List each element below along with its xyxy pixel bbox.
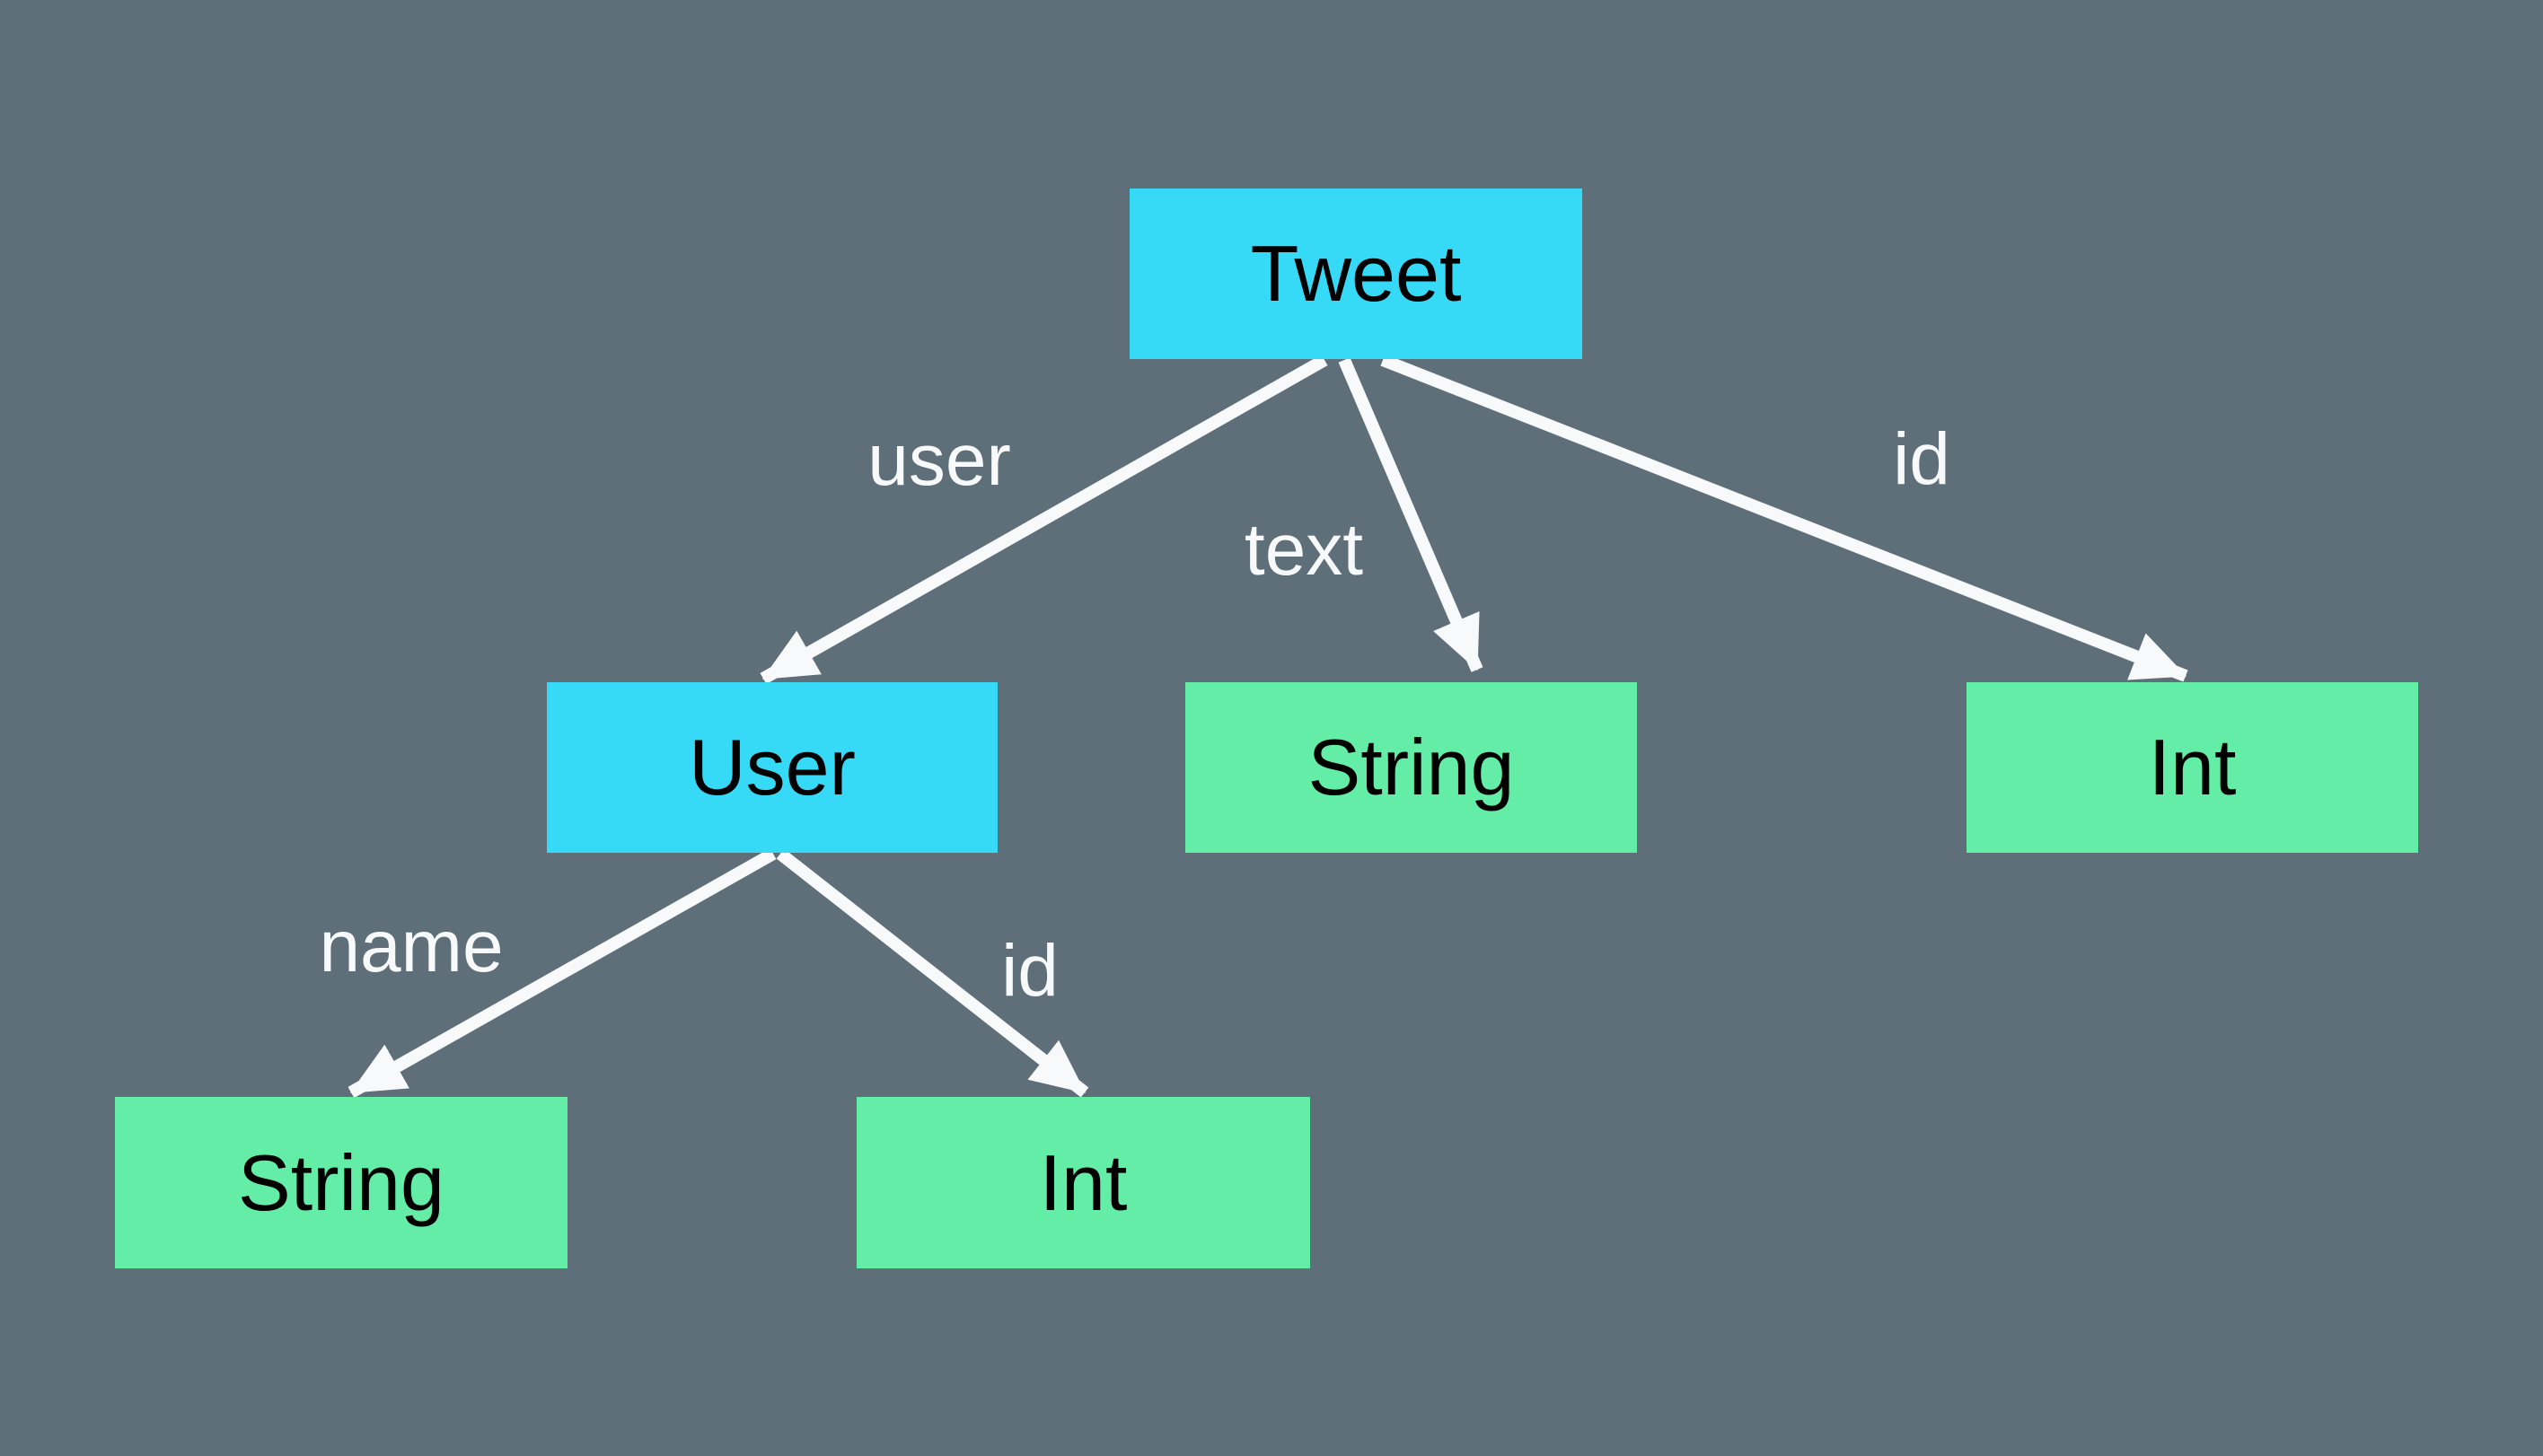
edge-label-user: user (867, 419, 1011, 501)
node-user: User (547, 682, 998, 853)
node-tweet-text-string: String (1185, 682, 1637, 853)
edge-label-id-user: id (1001, 930, 1059, 1012)
node-tweet: Tweet (1130, 189, 1582, 359)
edge-tweet-user-arrow (760, 354, 1328, 685)
edge-user-id-arrow (776, 848, 1089, 1098)
edge-label-name: name (319, 906, 504, 987)
node-user-name-string: String (115, 1097, 568, 1268)
edge-tweet-id-arrow (1380, 354, 2188, 682)
edge-label-id-tweet: id (1893, 418, 1950, 500)
edge-user-name-arrow (348, 847, 777, 1099)
node-user-id-int: Int (857, 1097, 1310, 1268)
node-tweet-id-int: Int (1967, 682, 2418, 853)
edge-tweet-text-arrow (1338, 357, 1483, 672)
edge-label-text: text (1244, 509, 1364, 591)
